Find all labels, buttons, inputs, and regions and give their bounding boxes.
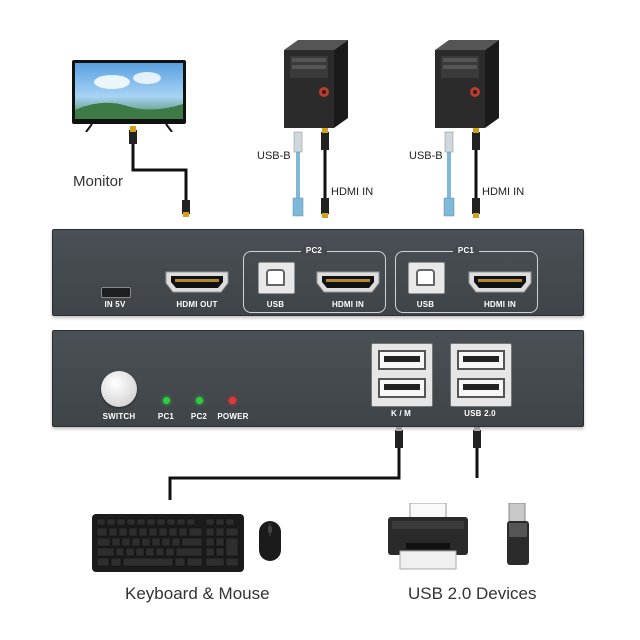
pc1-usb-b-port[interactable]	[408, 262, 445, 294]
usb20-label: USB 2.0	[464, 409, 496, 418]
monitor-icon	[72, 60, 186, 133]
keyboard-mouse-caption: Keyboard & Mouse	[125, 584, 270, 603]
switch-label: SWITCH	[102, 412, 136, 421]
pc1-hdmi-in-label-panel: HDMI IN	[483, 300, 517, 309]
pc2-tower-icon	[284, 40, 348, 128]
keyboard-icon	[92, 514, 244, 572]
pc1-usb-label: USB	[416, 300, 435, 309]
pc1-usb-b-label: USB-B	[409, 150, 443, 162]
pc1-led-label: PC1	[157, 412, 175, 421]
pc2-usb-b-port[interactable]	[258, 262, 295, 294]
pc2-led-label: PC2	[190, 412, 208, 421]
usb-devices-caption: USB 2.0 Devices	[408, 584, 537, 603]
in-5v-label: IN 5V	[104, 300, 126, 309]
monitor-label: Monitor	[73, 173, 124, 190]
pc1-tower-icon	[435, 40, 499, 128]
printer-icon	[386, 502, 470, 571]
pc1-group-label: PC1	[453, 246, 479, 255]
mouse-icon	[258, 520, 282, 562]
pc2-led	[196, 397, 203, 404]
pc1-led	[163, 397, 170, 404]
hdmi-out-port[interactable]	[165, 271, 229, 293]
switch-button[interactable]	[101, 371, 137, 407]
monitor-cable-plug-bottom	[182, 200, 190, 214]
pc2-group-label: PC2	[301, 246, 327, 255]
usb20-ports[interactable]	[450, 343, 512, 407]
pc2-usb-label: USB	[266, 300, 285, 309]
monitor-hdmi-cable	[131, 140, 188, 205]
pc2-hdmi-in-label: HDMI IN	[331, 186, 374, 198]
power-led	[229, 397, 236, 404]
power-led-label: POWER	[217, 412, 249, 421]
pc2-usb-b-label: USB-B	[257, 150, 291, 162]
micro-usb-power-port[interactable]	[101, 287, 131, 298]
km-usb-ports[interactable]	[371, 343, 433, 407]
hdmi-out-label: HDMI OUT	[176, 300, 218, 309]
kvm-front-panel: SWITCH PC1 PC2 POWER K / M USB 2.0	[52, 330, 584, 427]
pc2-hdmi-in-label-panel: HDMI IN	[331, 300, 365, 309]
monitor-cable-plug-top	[129, 130, 137, 144]
usb-flash-drive-icon	[505, 502, 531, 565]
km-cable	[168, 445, 401, 500]
km-label: K / M	[390, 409, 412, 418]
pc1-hdmi-in-label: HDMI IN	[482, 186, 525, 198]
kvm-back-panel: IN 5V HDMI OUT PC2 USB HDMI IN PC1 USB H…	[52, 229, 584, 316]
pc1-hdmi-in-port[interactable]	[468, 271, 532, 293]
pc2-hdmi-in-port[interactable]	[316, 271, 380, 293]
